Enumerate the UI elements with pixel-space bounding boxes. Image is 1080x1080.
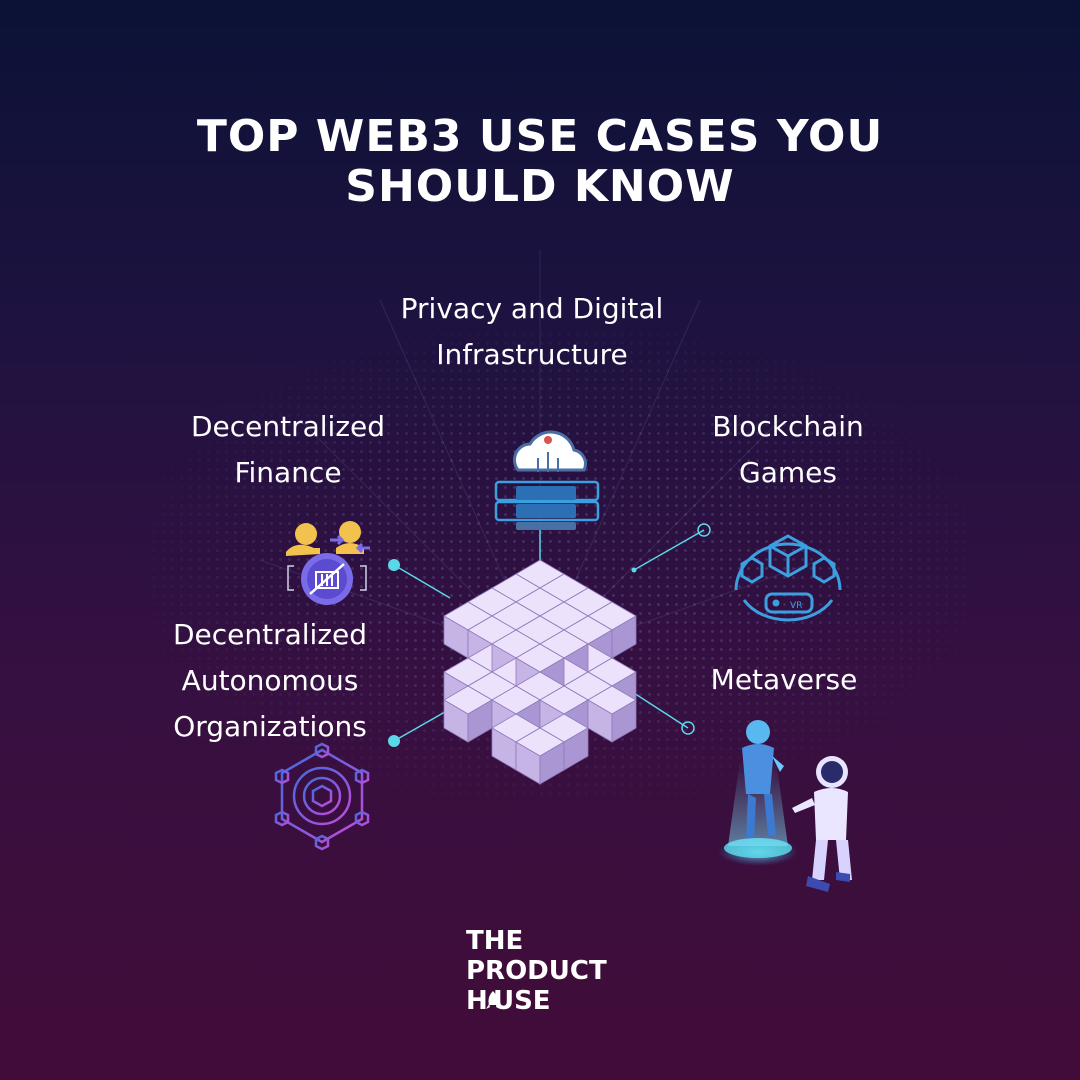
label-games-line-2: Games [739, 456, 837, 489]
endpoint-games [697, 523, 711, 537]
connector-defi [393, 564, 451, 599]
network-hexagon-icon [274, 742, 370, 851]
label-defi: Decentralized Finance [148, 404, 428, 496]
page-title: TOP WEB3 USE CASES YOU SHOULD KNOW [0, 112, 1080, 212]
cube-block-face [539, 741, 565, 785]
label-defi-line-2: Finance [234, 456, 342, 489]
logo-line-3: H USE [466, 986, 551, 1016]
label-defi-line-1: Decentralized [190, 410, 386, 443]
label-dao: Decentralized Autonomous Organizations [130, 612, 410, 750]
cloud-server-icon [494, 430, 600, 530]
label-dao-line-3: Organizations [173, 710, 367, 743]
label-dao-line-2: Autonomous [181, 664, 359, 697]
label-privacy: Privacy and Digital Infrastructure [332, 286, 732, 378]
endpoint-defi [388, 559, 400, 571]
connector-games [633, 529, 705, 571]
logo-line-1: THE [466, 926, 524, 956]
vr-headset-cubes-icon: VR [734, 534, 842, 622]
logo-line-2: PRODUCT [466, 956, 607, 986]
label-games-line-1: Blockchain [712, 410, 864, 443]
title-line-1: TOP WEB3 USE CASES YOU [196, 111, 884, 162]
brand-logo: THE PRODUCT H USE [466, 926, 607, 1016]
label-metaverse-line-1: Metaverse [710, 663, 858, 696]
cube-block-face [611, 699, 637, 743]
label-metaverse: Metaverse [664, 657, 904, 703]
rocket-icon [486, 991, 500, 1009]
svg-text:VR: VR [790, 601, 802, 611]
title-line-2: SHOULD KNOW [345, 161, 735, 212]
endpoint-metaverse [681, 721, 695, 735]
hologram-astronaut-icon [718, 720, 852, 892]
label-privacy-line-1: Privacy and Digital [400, 292, 664, 325]
endpoint-dao [388, 735, 400, 747]
label-privacy-line-2: Infrastructure [436, 338, 628, 371]
finance-exchange-icon [286, 521, 370, 605]
label-games: Blockchain Games [658, 404, 918, 496]
block-cube-icon [443, 559, 637, 785]
label-dao-line-1: Decentralized [172, 618, 368, 651]
